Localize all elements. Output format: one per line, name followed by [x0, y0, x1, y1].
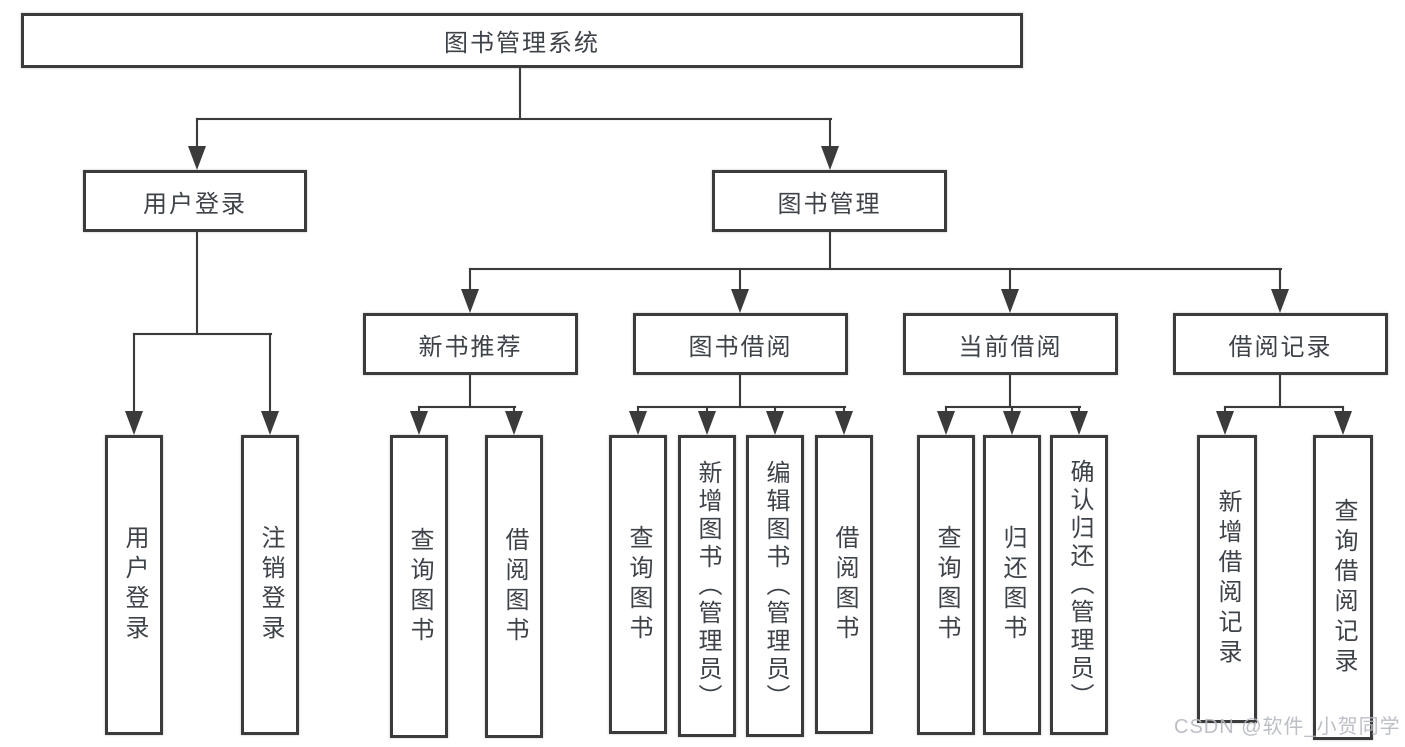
connector-borrowrecords-stub — [1279, 375, 1281, 408]
leaf-records-query: 查询借阅记录 — [1313, 435, 1373, 740]
connector-userlogin-hbar — [133, 333, 272, 335]
leaf-bookborrow-query: 查询图书 — [609, 435, 667, 734]
arrowhead-borrowrecords-leaf1 — [1216, 411, 1234, 435]
arrowhead-bookborrow-leaf1 — [629, 411, 647, 435]
arrowhead-borrowrecords-leaf2 — [1334, 411, 1352, 435]
leaf-newbooks-query-label: 查询图书 — [406, 526, 433, 647]
node-new-books-label: 新书推荐 — [418, 333, 523, 361]
connector-root-stub — [519, 68, 521, 119]
leaf-currentborrow-confirm-admin: 确认归还（管理员） — [1050, 435, 1108, 735]
connector-bookmgmt-shaft — [829, 118, 831, 152]
leaf-bookborrow-borrow: 借阅图书 — [815, 435, 873, 734]
leaf-currentborrow-query: 查询图书 — [917, 435, 975, 735]
connector-bookborrow-shaft — [739, 268, 741, 293]
node-borrow-records-label: 借阅记录 — [1228, 333, 1333, 361]
connector-level2-hbar — [196, 118, 832, 120]
arrowhead-currentborrow — [1001, 289, 1019, 313]
arrowhead-currentborrow-leaf1 — [937, 411, 955, 435]
leaf-bookborrow-edit-admin: 编辑图书（管理员） — [746, 435, 804, 737]
leaf-logout: 注销登录 — [241, 435, 299, 735]
leaf-logout-label: 注销登录 — [257, 525, 284, 645]
arrowhead-currentborrow-leaf3 — [1070, 411, 1088, 435]
connector-userlogin-shaft — [196, 118, 198, 152]
leaf-user-login: 用户登录 — [105, 435, 163, 735]
arrowhead-bookborrow-leaf3 — [766, 411, 784, 435]
connector-borrowrecords-hbar — [1224, 406, 1344, 408]
arrowhead-newbooks — [461, 289, 479, 313]
arrowhead-bookmgmt — [821, 146, 839, 170]
leaf-newbooks-borrow: 借阅图书 — [485, 435, 543, 738]
leaf-records-query-label: 查询借阅记录 — [1330, 497, 1357, 678]
node-book-borrow-label: 图书借阅 — [688, 333, 793, 361]
arrowhead-userlogin — [188, 146, 206, 170]
connector-userlogin-leaf1-shaft — [133, 333, 135, 415]
node-book-borrow: 图书借阅 — [633, 313, 848, 375]
leaf-user-login-label: 用户登录 — [121, 525, 148, 645]
node-root-system: 图书管理系统 — [21, 13, 1023, 68]
connector-bookborrow-hbar — [637, 406, 846, 408]
arrowhead-newbooks-leaf2 — [505, 411, 523, 435]
leaf-bookborrow-edit-admin-label: 编辑图书（管理员） — [762, 460, 789, 712]
node-new-books: 新书推荐 — [363, 313, 578, 375]
leaf-bookborrow-borrow-label: 借阅图书 — [831, 524, 858, 645]
connector-userlogin-stub — [196, 232, 198, 335]
node-user-login: 用户登录 — [83, 170, 307, 232]
leaf-records-add-label: 新增借阅记录 — [1214, 489, 1241, 669]
node-current-borrow: 当前借阅 — [903, 313, 1118, 375]
leaf-bookborrow-add-admin-label: 新增图书（管理员） — [694, 460, 721, 712]
leaf-bookborrow-query-label: 查询图书 — [625, 524, 652, 645]
leaf-currentborrow-query-label: 查询图书 — [933, 525, 960, 645]
connector-newbooks-hbar — [418, 406, 516, 408]
leaf-newbooks-borrow-label: 借阅图书 — [501, 526, 528, 647]
node-book-mgmt-label: 图书管理 — [777, 190, 882, 218]
node-current-borrow-label: 当前借阅 — [958, 333, 1063, 361]
leaf-bookborrow-add-admin: 新增图书（管理员） — [678, 435, 736, 737]
arrowhead-bookborrow-leaf2 — [698, 411, 716, 435]
arrowhead-borrowrecords — [1271, 289, 1289, 313]
arrowhead-bookborrow-leaf4 — [835, 411, 853, 435]
connector-currentborrow-stub — [1009, 375, 1011, 408]
csdn-watermark: CSDN @软件_小贺同学 — [1174, 716, 1401, 738]
node-user-login-label: 用户登录 — [143, 190, 247, 218]
connector-newbooks-stub — [469, 375, 471, 408]
arrowhead-bookborrow — [731, 289, 749, 313]
arrowhead-userlogin-leaf2 — [261, 411, 279, 435]
leaf-currentborrow-return: 归还图书 — [983, 435, 1041, 735]
connector-currentborrow-hbar — [945, 406, 1081, 408]
arrowhead-currentborrow-leaf2 — [1003, 411, 1021, 435]
leaf-records-add: 新增借阅记录 — [1197, 435, 1257, 723]
connector-bookmgmt-stub — [829, 232, 831, 270]
leaf-newbooks-query: 查询图书 — [390, 435, 448, 738]
connector-currentborrow-shaft — [1009, 268, 1011, 293]
arrowhead-newbooks-leaf1 — [410, 411, 428, 435]
connector-userlogin-leaf2-shaft — [269, 333, 271, 415]
arrowhead-userlogin-leaf1 — [125, 411, 143, 435]
node-root-label: 图书管理系统 — [444, 30, 600, 57]
connector-newbooks-shaft — [469, 268, 471, 293]
node-borrow-records: 借阅记录 — [1173, 313, 1388, 375]
leaf-currentborrow-return-label: 归还图书 — [999, 525, 1026, 645]
node-book-mgmt: 图书管理 — [712, 170, 947, 232]
leaf-currentborrow-confirm-admin-label: 确认归还（管理员） — [1066, 459, 1093, 711]
connector-level3-hbar — [469, 268, 1282, 270]
connector-bookborrow-stub — [739, 375, 741, 408]
connector-borrowrecords-shaft — [1279, 268, 1281, 293]
